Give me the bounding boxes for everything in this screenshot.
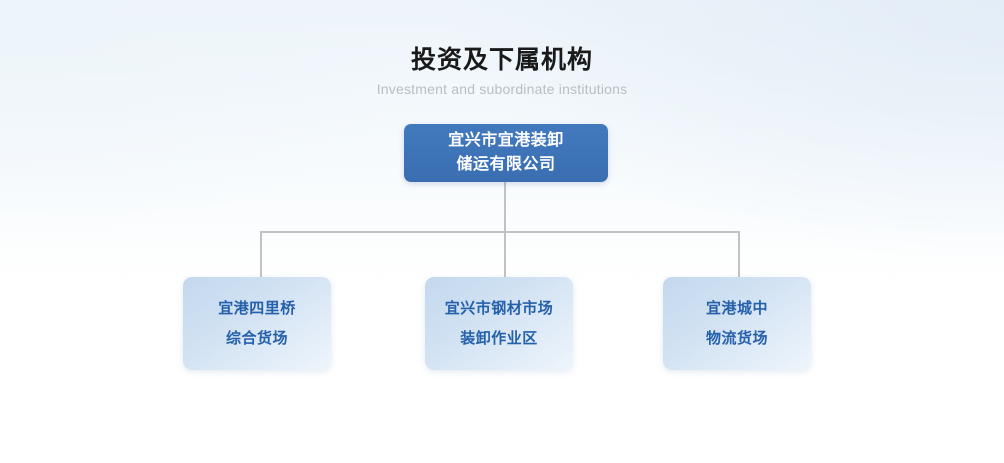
connector-horizontal-bar xyxy=(260,231,740,233)
org-node-child-2-label-line1: 宜兴市钢材市场 xyxy=(444,299,554,317)
org-node-root-label-line1: 宜兴市宜港装卸 xyxy=(448,132,564,149)
heading-block: 投资及下属机构 Investment and subordinate insti… xyxy=(0,44,1004,98)
org-node-child-1-label-line2: 综合货场 xyxy=(225,329,288,347)
connector-drop-child-1 xyxy=(260,231,262,279)
org-node-root-label-line2: 储运有限公司 xyxy=(456,156,556,173)
org-node-child-1[interactable]: 宜港四里桥 综合货场 xyxy=(183,277,331,370)
org-node-child-3-label-line2: 物流货场 xyxy=(705,329,768,347)
org-node-root-label: 宜兴市宜港装卸 储运有限公司 xyxy=(448,129,564,177)
org-node-child-2-label-line2: 装卸作业区 xyxy=(460,329,538,347)
org-node-child-2[interactable]: 宜兴市钢材市场 装卸作业区 xyxy=(425,277,573,370)
org-node-child-3-label-line1: 宜港城中 xyxy=(705,299,768,317)
connector-root-stem xyxy=(504,181,506,233)
org-node-child-1-label: 宜港四里桥 综合货场 xyxy=(218,294,296,354)
connector-drop-child-2 xyxy=(504,231,506,279)
connector-drop-child-3 xyxy=(738,231,740,279)
page-subtitle: Investment and subordinate institutions xyxy=(376,81,628,97)
org-node-child-2-label: 宜兴市钢材市场 装卸作业区 xyxy=(445,294,554,354)
page-title: 投资及下属机构 xyxy=(410,46,593,74)
org-node-root[interactable]: 宜兴市宜港装卸 储运有限公司 xyxy=(404,124,608,182)
org-node-child-1-label-line1: 宜港四里桥 xyxy=(218,299,296,317)
org-node-child-3[interactable]: 宜港城中 物流货场 xyxy=(663,277,811,370)
org-node-child-3-label: 宜港城中 物流货场 xyxy=(706,294,768,354)
